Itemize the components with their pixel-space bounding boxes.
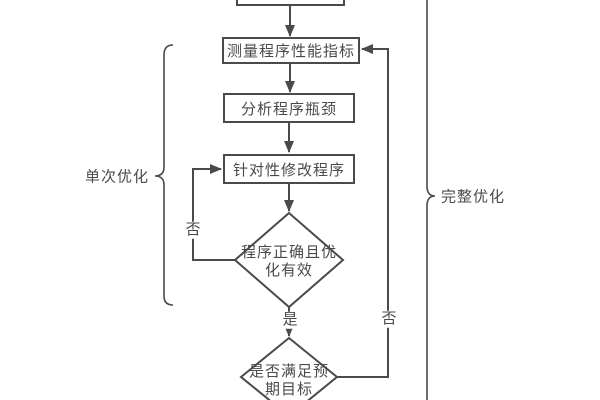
flow-node-modify-label: 针对性修改程序 xyxy=(232,161,345,179)
flow-node-analyze-label: 分析程序瓶颈 xyxy=(240,100,337,118)
edge-label-no-inner: 否 xyxy=(183,220,203,239)
flow-node-measure-label: 测量程序性能指标 xyxy=(226,43,355,60)
flow-node-analyze: 分析程序瓶颈 xyxy=(223,93,355,123)
flow-node-modify: 针对性修改程序 xyxy=(223,154,355,184)
arrow-no-loop-to-modify xyxy=(192,164,235,261)
brace-label-single-optimization: 单次优化 xyxy=(84,168,150,186)
edge-label-yes: 是 xyxy=(280,310,300,329)
arrow-no-loop-to-measure xyxy=(337,44,389,378)
decision-check-effective-label: 程序正确且优 化有效 xyxy=(240,244,338,279)
decision-check-goal-shape xyxy=(239,336,339,400)
flow-node-measure: 测量程序性能指标 xyxy=(222,37,360,64)
brace-label-full-optimization: 完整优化 xyxy=(440,188,506,206)
brace-single-optimization xyxy=(154,44,174,306)
decision-check-effective-shape xyxy=(233,211,345,309)
edge-label-no-outer: 否 xyxy=(379,309,399,328)
brace-full-optimization xyxy=(426,0,436,400)
decision-check-goal-label: 是否满足预 期目标 xyxy=(248,363,330,398)
flow-node-top-cutoff xyxy=(236,0,345,6)
